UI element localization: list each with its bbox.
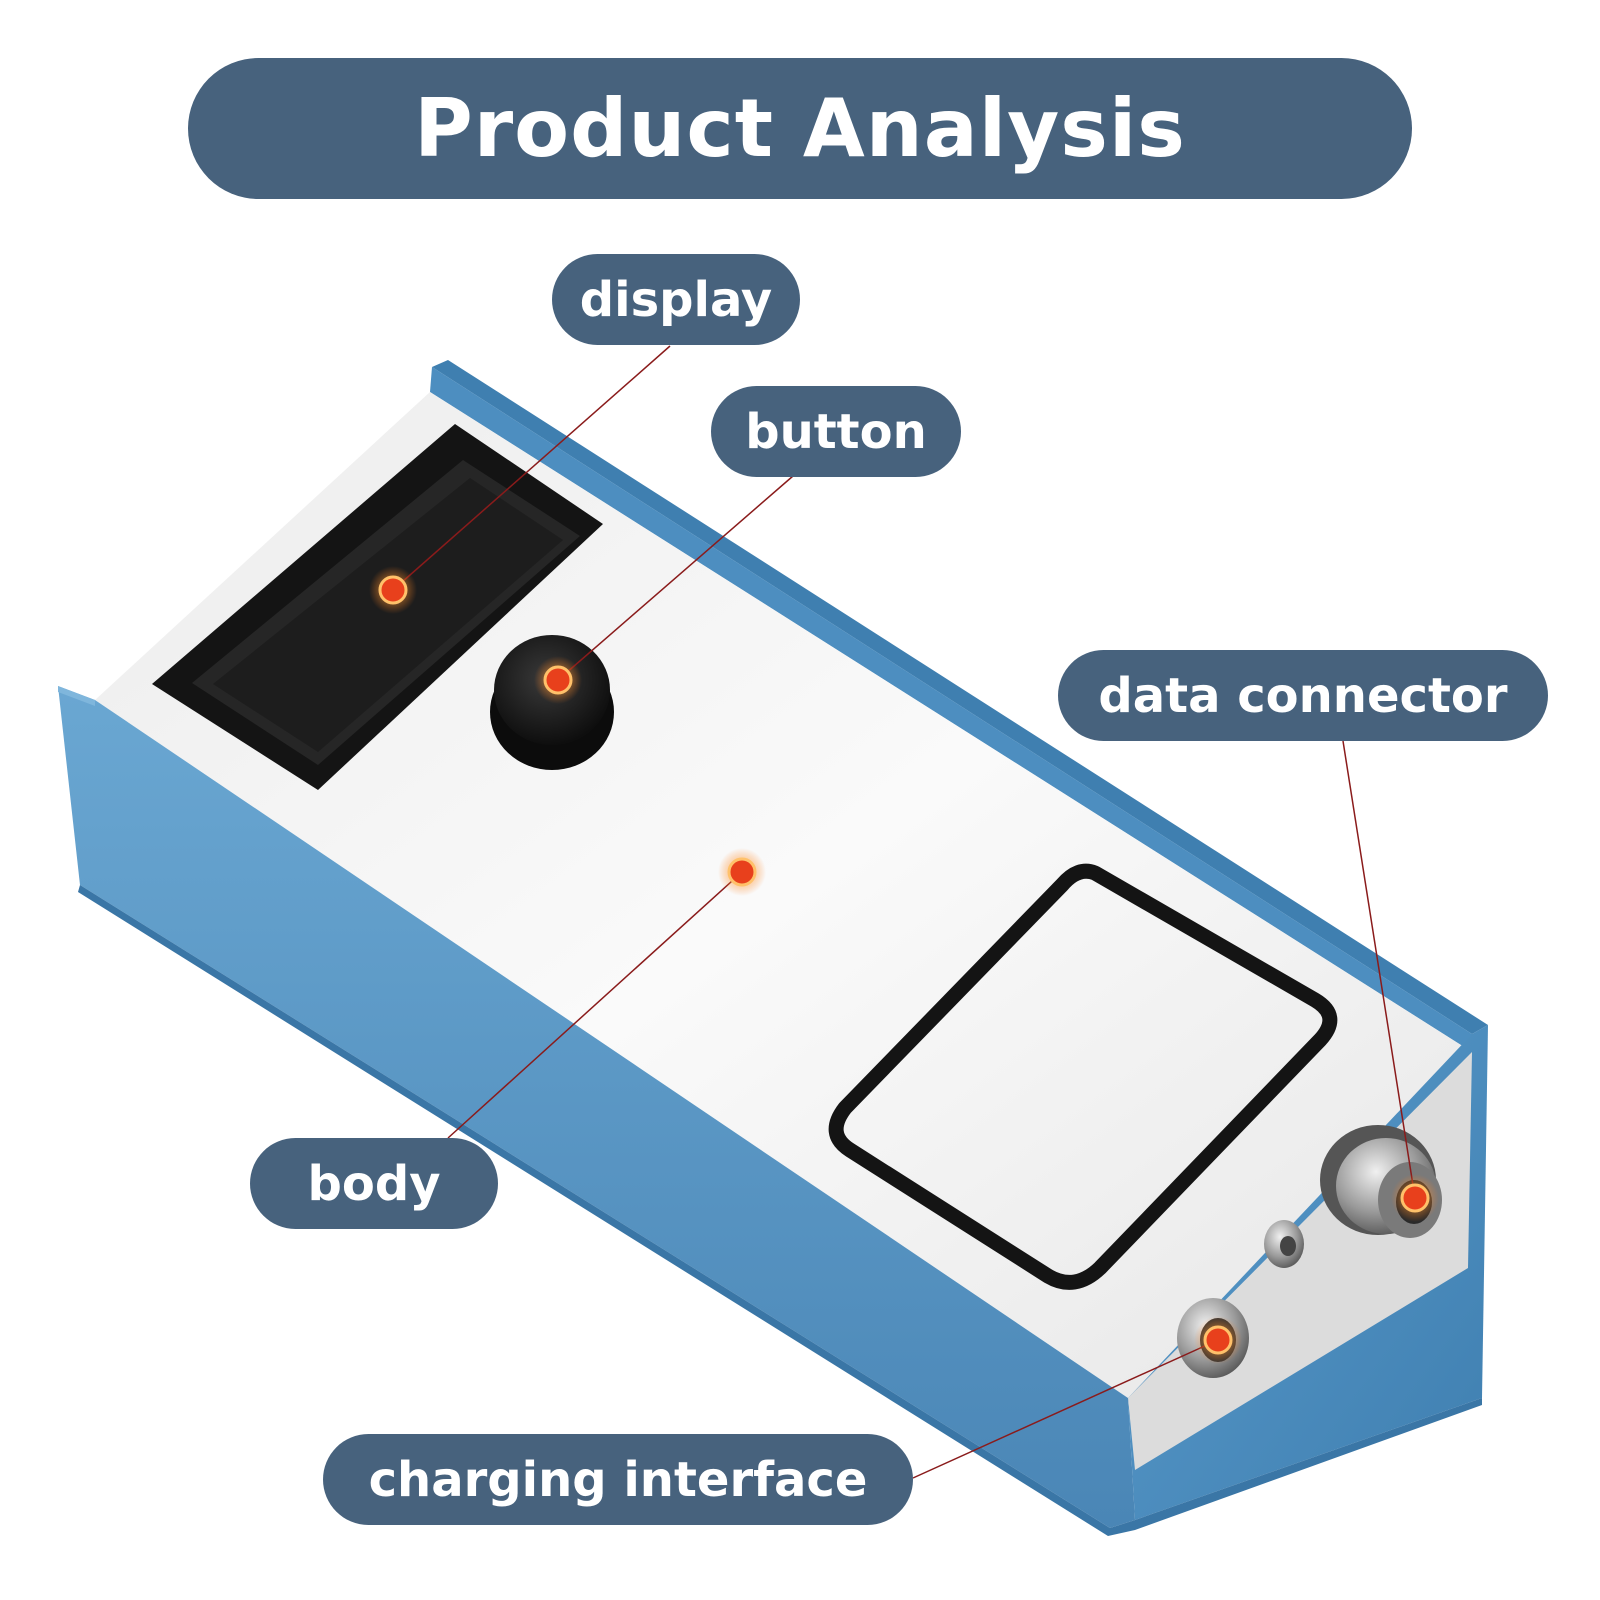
tray-back-rim <box>432 360 1488 1034</box>
tray-front-wall <box>58 686 1135 1528</box>
label-charging-interface: charging interface <box>323 1434 913 1525</box>
label-display: display <box>552 254 800 345</box>
label-data-connector: data connector <box>1058 650 1548 741</box>
display-inner <box>213 478 563 752</box>
leader-line-body <box>447 871 743 1139</box>
marker-button <box>534 656 582 704</box>
screw-terminal-center <box>1280 1236 1296 1256</box>
marker-data-connector <box>1391 1174 1439 1222</box>
leader-line-display <box>392 345 671 591</box>
page-title: Product Analysis <box>188 58 1412 199</box>
label-body: body <box>250 1138 498 1229</box>
tray-front-lip <box>58 686 95 706</box>
tray-back-wall <box>430 367 1472 1052</box>
label-button: button <box>711 386 961 477</box>
leader-line-button <box>557 475 794 681</box>
leader-line-charging-interface <box>912 1339 1219 1479</box>
marker-charging-interface <box>1194 1316 1242 1364</box>
marker-display <box>369 566 417 614</box>
marker-body <box>718 848 766 896</box>
panel-rectangle-marking <box>828 863 1338 1290</box>
leader-line-data-connector <box>1342 740 1416 1199</box>
